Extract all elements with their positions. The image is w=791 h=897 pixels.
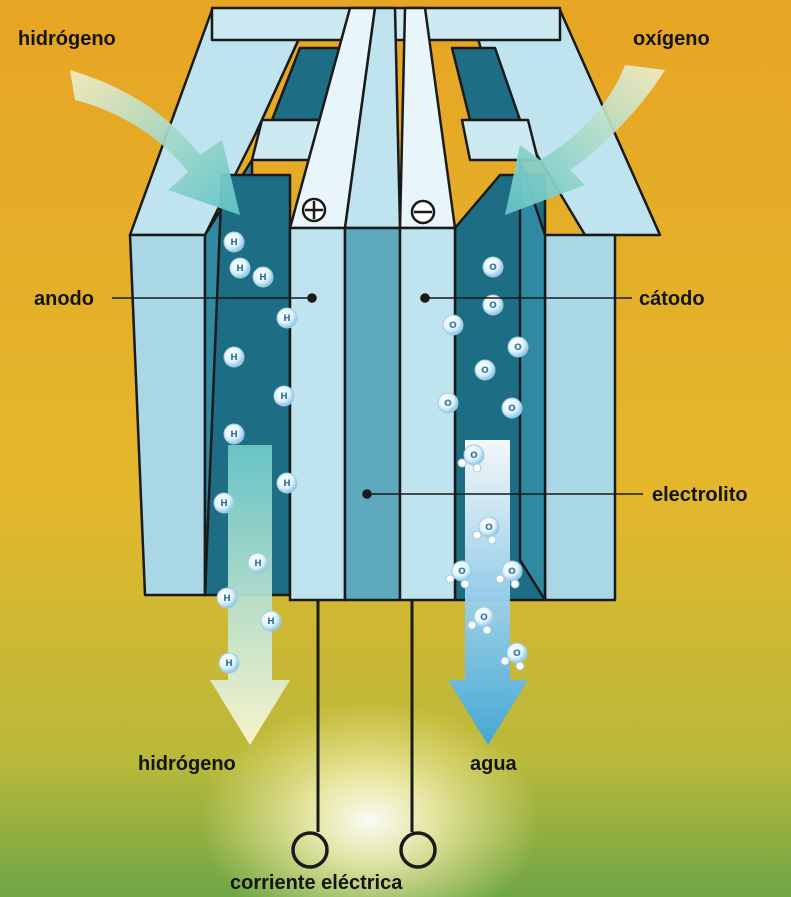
svg-text:H: H — [220, 499, 228, 509]
label-hydrogen-in: hidrógeno — [18, 28, 116, 50]
hydrogen-atom: H — [277, 473, 297, 493]
svg-text:O: O — [513, 649, 521, 659]
svg-text:H: H — [283, 479, 291, 489]
svg-text:O: O — [480, 613, 488, 623]
svg-text:O: O — [449, 321, 457, 331]
oxygen-atom: O — [443, 315, 463, 335]
svg-text:H: H — [230, 353, 238, 363]
label-hydrogen-out: hidrógeno — [138, 753, 236, 775]
hydrogen-atom: H — [219, 653, 239, 673]
svg-text:H: H — [254, 559, 262, 569]
oxygen-atom: O — [483, 257, 503, 277]
svg-text:H: H — [267, 617, 275, 627]
label-anode: anodo — [34, 288, 94, 310]
anode-plate — [290, 228, 345, 600]
svg-text:H: H — [280, 392, 288, 402]
positive-terminal-icon — [303, 199, 325, 221]
label-water-out: agua — [470, 753, 518, 775]
hydrogen-atom: H — [214, 493, 234, 513]
oxygen-atom: O — [502, 398, 522, 418]
svg-text:O: O — [514, 343, 522, 353]
label-electrolyte: electrolito — [652, 484, 748, 506]
label-oxygen-in: oxígeno — [633, 28, 710, 50]
svg-text:H: H — [236, 264, 244, 274]
svg-text:O: O — [489, 263, 497, 273]
hydrogen-atom: H — [230, 258, 250, 278]
svg-text:O: O — [485, 523, 493, 533]
svg-text:H: H — [223, 594, 231, 604]
hydrogen-atom: H — [224, 232, 244, 252]
svg-text:O: O — [470, 451, 478, 461]
svg-text:H: H — [283, 314, 291, 324]
electrolyte-plate — [345, 228, 400, 600]
hydrogen-atom: H — [274, 386, 294, 406]
svg-text:O: O — [458, 567, 466, 577]
hydrogen-atom: H — [253, 267, 273, 287]
hydrogen-atom: H — [224, 347, 244, 367]
svg-text:O: O — [508, 404, 516, 414]
svg-text:O: O — [489, 301, 497, 311]
hydrogen-atom: H — [277, 308, 297, 328]
svg-text:H: H — [259, 273, 267, 283]
oxygen-atom: O — [438, 393, 458, 413]
hydrogen-atom: H — [261, 611, 281, 631]
svg-text:O: O — [444, 399, 452, 409]
hydrogen-atom: H — [217, 588, 237, 608]
hydrogen-atom: H — [248, 553, 268, 573]
svg-text:O: O — [508, 567, 516, 577]
svg-text:H: H — [230, 238, 238, 248]
label-current: corriente eléctrica — [230, 872, 403, 894]
label-cathode: cátodo — [639, 288, 705, 310]
svg-text:H: H — [225, 659, 233, 669]
negative-terminal-icon — [412, 201, 434, 223]
hydrogen-atom: H — [224, 424, 244, 444]
svg-text:O: O — [481, 366, 489, 376]
svg-text:H: H — [230, 430, 238, 440]
oxygen-atom: O — [475, 360, 495, 380]
cathode-plate — [400, 228, 455, 600]
oxygen-atom: O — [508, 337, 528, 357]
